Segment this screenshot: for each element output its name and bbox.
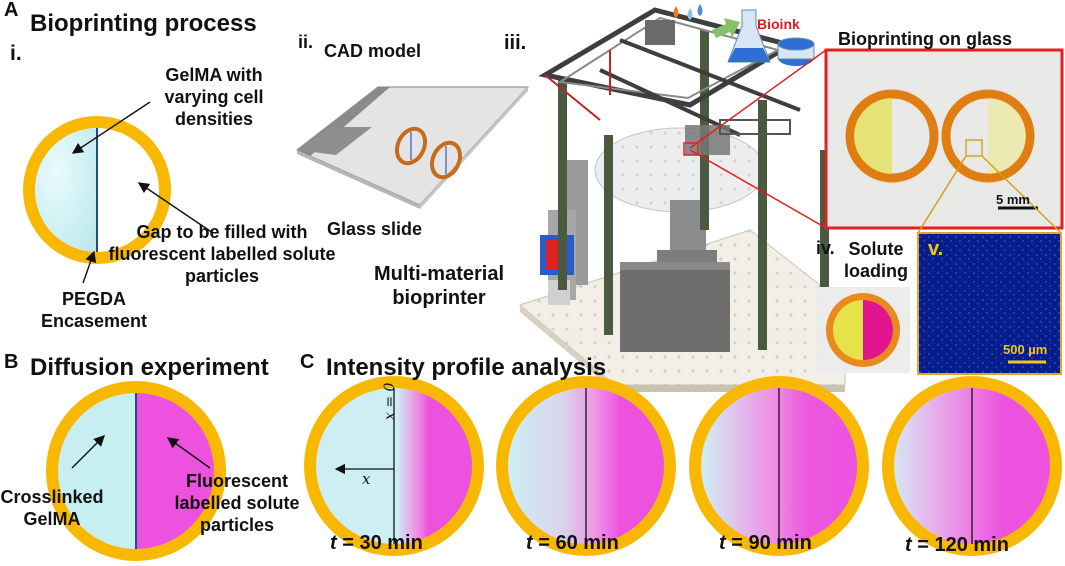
panel-b-letter: B: [4, 351, 19, 373]
panel-c-title: Intensity profile analysis: [326, 354, 607, 381]
label-i: i.: [10, 42, 22, 65]
crosslinked-arrow: [71, 435, 105, 469]
time-label-60: t = 60 min: [526, 532, 619, 554]
pegda-gelma-disc: [23, 116, 171, 264]
label-iii: iii.: [504, 32, 527, 54]
solute-loading-disc: [818, 287, 910, 373]
scale-5mm: 5 mm: [996, 192, 1030, 207]
pegda-label: PEGDA Encasement: [40, 289, 148, 331]
panel-a-letter: A: [4, 0, 19, 21]
zoom-yellow-left: [917, 155, 967, 234]
label-ii: ii.: [298, 32, 314, 52]
solute-loading-label: Solute loading: [844, 239, 908, 281]
zoom-yellow-right: [981, 155, 1062, 234]
diffusion-disc: [46, 381, 226, 561]
fluor-label: Fluorescent labelled solute particles: [174, 471, 300, 535]
cad-title: CAD model: [324, 41, 422, 61]
fluor-arrow: [166, 437, 211, 469]
bioprinter-illustration: [518, 4, 846, 392]
cad-glass-slide: [295, 86, 530, 209]
pegda-arrow: [82, 250, 97, 284]
time-label-120: t = 120 min: [905, 534, 1009, 556]
glass-photo: [824, 48, 1064, 230]
zoom-source-box: [683, 142, 699, 156]
intensity-disc-90: [689, 376, 869, 556]
panel-a-title: Bioprinting process: [30, 10, 257, 37]
cad-ring-2: [429, 140, 463, 180]
scale-500um: 500 µm: [1003, 342, 1048, 357]
panel-b-title: Diffusion experiment: [30, 354, 269, 381]
zoom-line-top: [689, 49, 827, 149]
glass-slide-label: Glass slide: [327, 219, 423, 239]
gap-arrow: [137, 182, 214, 234]
microscopy-image: [917, 232, 1062, 375]
gelma-arrow: [71, 101, 151, 154]
x-axis-label: x: [362, 470, 371, 488]
glass-title: Bioprinting on glass: [838, 29, 1012, 49]
label-iv: iv.: [816, 238, 835, 258]
intensity-disc-60: [496, 376, 676, 556]
label-v: v.: [928, 238, 944, 260]
gap-label: Gap to be filled with fluorescent labell…: [108, 222, 336, 286]
zoom-line-bottom: [689, 149, 827, 229]
cad-ring-1: [394, 126, 428, 166]
crosslinked-label: Crosslinked GelMA: [0, 487, 104, 529]
bioink-label: Bioink: [757, 16, 800, 32]
gelma-label: GelMA with varying cell densities: [164, 65, 264, 129]
intensity-disc-120: [882, 376, 1062, 556]
panel-c-letter: C: [300, 351, 315, 373]
intensity-disc-30: [304, 376, 484, 556]
x0-label: x = 0: [382, 382, 398, 420]
time-label-30: t = 30 min: [330, 532, 423, 554]
printer-label: Multi-material bioprinter: [373, 263, 505, 309]
time-label-90: t = 90 min: [719, 532, 812, 554]
